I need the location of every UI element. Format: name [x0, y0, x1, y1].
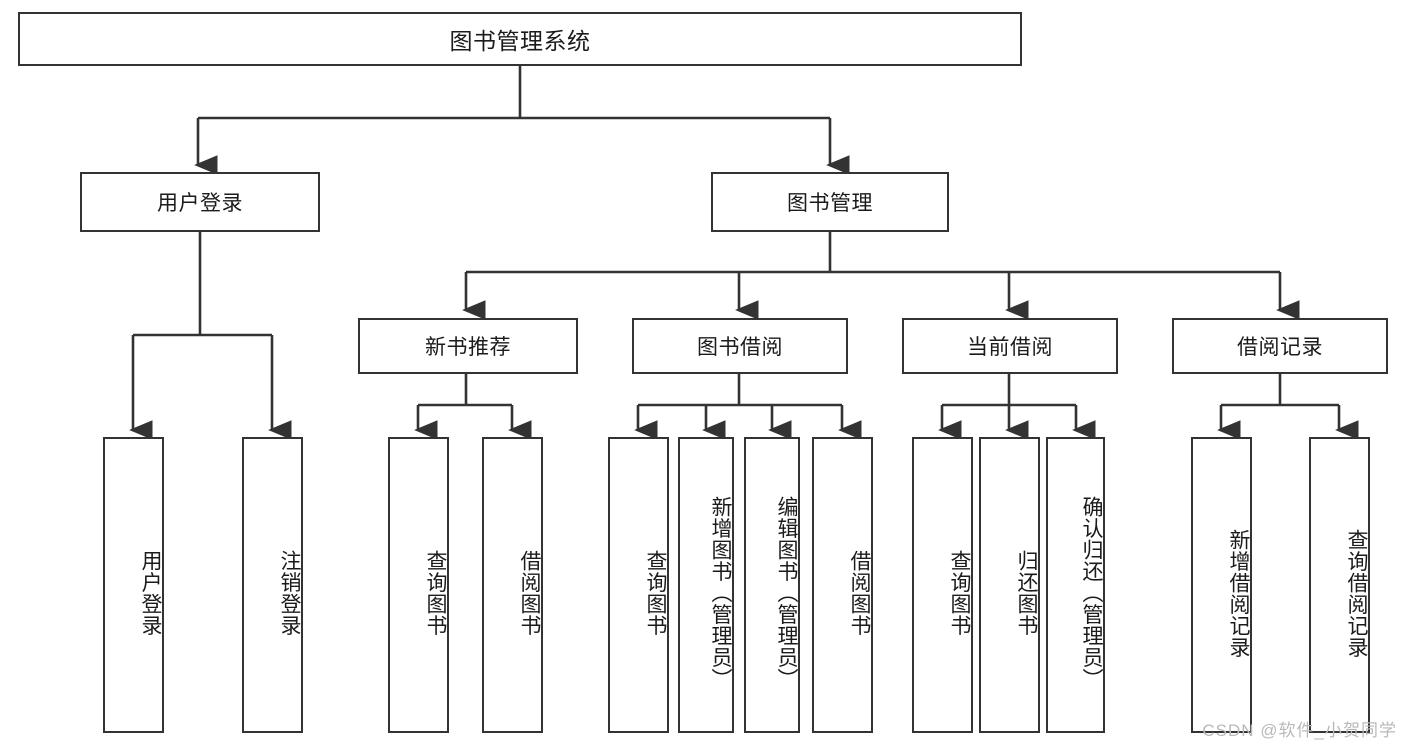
node-user-login[interactable]: 用户登录: [80, 172, 320, 232]
node-leaf-borrow-book-b-label: 借阅图书: [848, 550, 871, 636]
node-leaf-query-book-a-label: 查询图书: [424, 550, 447, 636]
node-leaf-user-login-label: 用户登录: [139, 550, 162, 636]
node-leaf-borrow-book-a-label: 借阅图书: [518, 550, 541, 636]
watermark: CSDN @软件_小贺同学: [1202, 721, 1397, 740]
node-root[interactable]: 图书管理系统: [18, 12, 1022, 66]
node-leaf-return-book-label: 归还图书: [1015, 550, 1038, 636]
node-book-manage[interactable]: 图书管理: [711, 172, 949, 232]
node-leaf-query-record-label: 查询借阅记录: [1345, 528, 1368, 658]
node-leaf-query-book-b-label: 查询图书: [644, 550, 667, 636]
node-leaf-add-book[interactable]: 新增图书（管理员）: [678, 437, 734, 733]
node-leaf-edit-book[interactable]: 编辑图书（管理员）: [744, 437, 800, 733]
node-leaf-query-record[interactable]: 查询借阅记录: [1309, 437, 1370, 733]
node-leaf-borrow-book-a[interactable]: 借阅图书: [482, 437, 543, 733]
node-leaf-query-book-c[interactable]: 查询图书: [912, 437, 973, 733]
node-leaf-borrow-book-b[interactable]: 借阅图书: [812, 437, 873, 733]
node-leaf-add-record-label: 新增借阅记录: [1227, 528, 1250, 658]
node-leaf-query-book-a[interactable]: 查询图书: [388, 437, 449, 733]
node-leaf-logout-label: 注销登录: [278, 550, 301, 636]
node-leaf-add-record[interactable]: 新增借阅记录: [1191, 437, 1252, 733]
node-leaf-logout[interactable]: 注销登录: [242, 437, 303, 733]
node-leaf-query-book-c-label: 查询图书: [948, 550, 971, 636]
node-leaf-add-book-label: 新增图书（管理员）: [709, 496, 732, 690]
node-leaf-user-login[interactable]: 用户登录: [103, 437, 164, 733]
node-leaf-return-book[interactable]: 归还图书: [979, 437, 1040, 733]
node-current-borrow[interactable]: 当前借阅: [902, 318, 1118, 374]
node-leaf-confirm-return[interactable]: 确认归还（管理员）: [1046, 437, 1105, 733]
node-leaf-query-book-b[interactable]: 查询图书: [608, 437, 669, 733]
node-book-borrow[interactable]: 图书借阅: [632, 318, 848, 374]
node-new-book-recommend[interactable]: 新书推荐: [358, 318, 578, 374]
node-leaf-confirm-return-label: 确认归还（管理员）: [1080, 496, 1103, 690]
node-leaf-edit-book-label: 编辑图书（管理员）: [775, 496, 798, 690]
node-borrow-record[interactable]: 借阅记录: [1172, 318, 1388, 374]
